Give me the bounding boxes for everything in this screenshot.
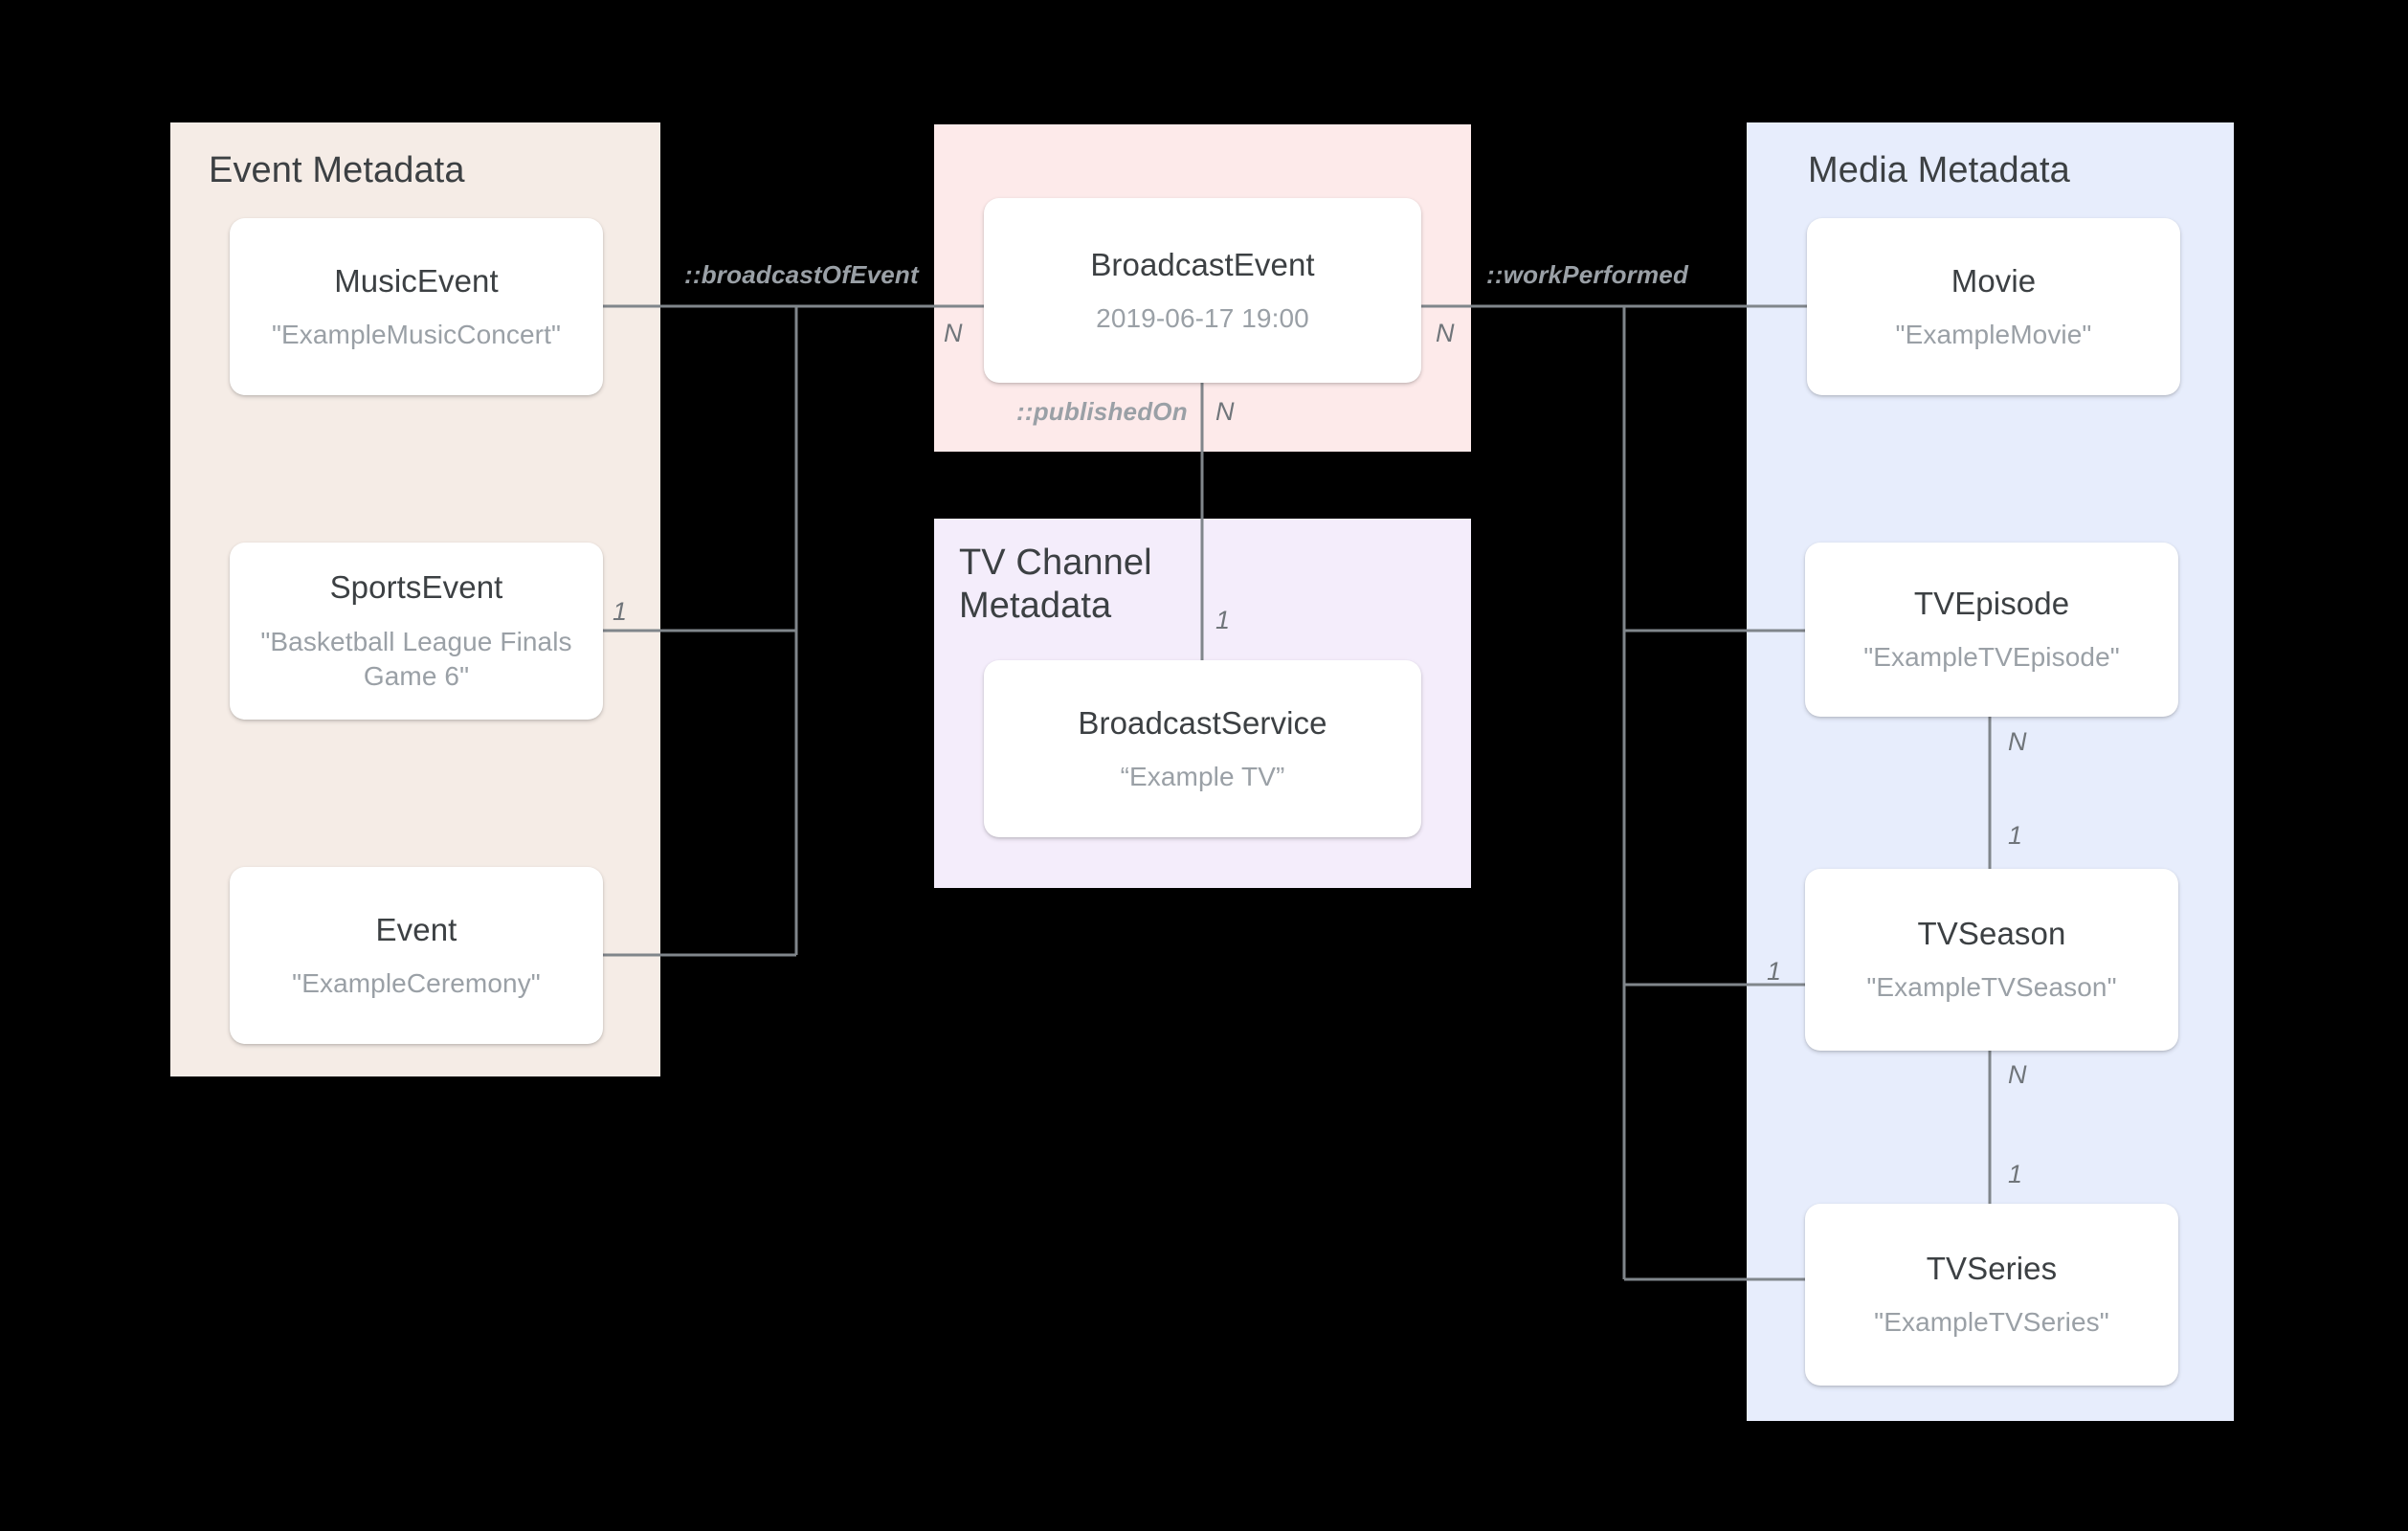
- edge-label-published-on: ::publishedOn: [1016, 397, 1188, 426]
- node-broadcast-event-value: 2019-06-17 19:00: [1096, 302, 1309, 333]
- group-event-metadata-title: Event Metadata: [209, 150, 465, 190]
- group-media-metadata-title: Media Metadata: [1808, 150, 2070, 190]
- node-sports-event-title: SportsEvent: [329, 569, 503, 606]
- cardinality-broadcast-of-event-target: N: [944, 319, 963, 347]
- cardinality-episode-to-season-target: 1: [2008, 821, 2023, 850]
- node-broadcast-service-value: “Example TV”: [1120, 761, 1285, 791]
- node-tv-episode[interactable]: TVEpisode "ExampleTVEpisode": [1805, 543, 2178, 717]
- cardinality-episode-to-season-source: N: [2008, 727, 2027, 756]
- cardinality-work-performed-target: 1: [1767, 957, 1782, 986]
- node-event-title: Event: [375, 911, 457, 947]
- node-broadcast-event[interactable]: BroadcastEvent 2019-06-17 19:00: [984, 198, 1421, 383]
- node-music-event[interactable]: MusicEvent "ExampleMusicConcert": [230, 218, 603, 395]
- node-broadcast-service-title: BroadcastService: [1078, 704, 1327, 741]
- node-event[interactable]: Event "ExampleCeremony": [230, 867, 603, 1044]
- node-tv-series[interactable]: TVSeries "ExampleTVSeries": [1805, 1204, 2178, 1386]
- node-tv-series-title: TVSeries: [1926, 1251, 2058, 1287]
- cardinality-published-on-target: 1: [1215, 606, 1231, 634]
- node-sports-event-value: "Basketball League Finals Game 6": [260, 626, 572, 692]
- cardinality-season-to-series-target: 1: [2008, 1160, 2023, 1188]
- node-tv-series-value: "ExampleTVSeries": [1874, 1307, 2109, 1338]
- cardinality-season-to-series-source: N: [2008, 1060, 2027, 1089]
- node-tv-season[interactable]: TVSeason "ExampleTVSeason": [1805, 869, 2178, 1051]
- node-movie[interactable]: Movie "ExampleMovie": [1807, 218, 2180, 395]
- cardinality-work-performed-source: N: [1436, 319, 1455, 347]
- node-tv-episode-value: "ExampleTVEpisode": [1863, 642, 2120, 673]
- cardinality-published-on-source: N: [1215, 397, 1235, 426]
- node-music-event-value: "ExampleMusicConcert": [271, 319, 562, 349]
- node-movie-value: "ExampleMovie": [1895, 319, 2092, 349]
- node-tv-season-title: TVSeason: [1917, 916, 2066, 952]
- node-broadcast-event-title: BroadcastEvent: [1090, 246, 1315, 282]
- edge-label-work-performed: ::workPerformed: [1486, 260, 1689, 289]
- node-event-value: "ExampleCeremony": [292, 967, 541, 998]
- group-tv-channel-metadata-title: TV Channel Metadata: [959, 543, 1152, 626]
- node-movie-title: Movie: [1951, 262, 2037, 299]
- node-broadcast-service[interactable]: BroadcastService “Example TV”: [984, 660, 1421, 837]
- edge-label-broadcast-of-event: ::broadcastOfEvent: [684, 260, 919, 289]
- node-sports-event[interactable]: SportsEvent "Basketball League Finals Ga…: [230, 543, 603, 720]
- node-music-event-title: MusicEvent: [334, 262, 499, 299]
- cardinality-broadcast-of-event-source: 1: [613, 597, 628, 626]
- node-tv-episode-title: TVEpisode: [1913, 586, 2070, 622]
- node-tv-season-value: "ExampleTVSeason": [1866, 972, 2117, 1003]
